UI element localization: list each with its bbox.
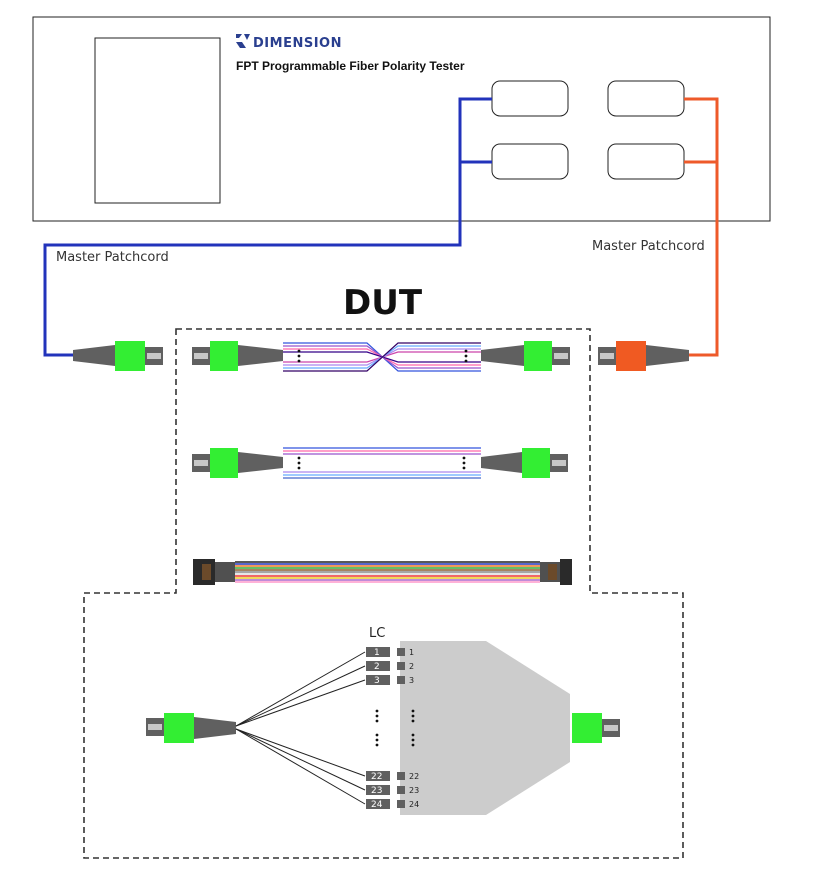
ribbon-cable — [193, 559, 572, 585]
cassette-port-number: 23 — [409, 786, 419, 795]
lc-tag-label: 1 — [374, 648, 380, 658]
trunk-2-ellipsis-right — [462, 456, 466, 470]
port-3[interactable] — [491, 143, 569, 180]
fanout-left-connector — [146, 713, 236, 743]
cassette-port-number: 22 — [409, 772, 419, 781]
lc-tag-label: 24 — [371, 800, 383, 810]
trunk-2-fibers — [283, 447, 481, 479]
master-connector-right — [598, 341, 689, 371]
tester-device: DIMENSION FPT Programmable Fiber Polarit… — [32, 16, 771, 222]
cassette-port-number: 3 — [409, 676, 414, 685]
lc-tag: 23 — [366, 785, 390, 796]
trunk-cable-straight — [192, 447, 568, 479]
cassette-port-number: 2 — [409, 662, 414, 671]
lc-tag-label: 2 — [374, 662, 380, 672]
trunk-2-ellipsis-left — [297, 456, 301, 470]
ribbon-right-connector — [540, 559, 572, 585]
orange-master-patchcord — [684, 97, 719, 357]
device-display — [94, 37, 221, 204]
cassette-port-number: 1 — [409, 648, 414, 657]
cassette-port-number: 24 — [409, 800, 419, 809]
lc-tag: 22 — [366, 771, 390, 782]
lc-label: LC — [369, 626, 385, 641]
lc-tag: 1 — [366, 647, 390, 658]
port-4[interactable] — [607, 143, 685, 180]
device-name: FPT Programmable Fiber Polarity Tester — [236, 59, 465, 73]
port-2[interactable] — [607, 80, 685, 117]
dut-boundary — [83, 328, 684, 859]
cassette-ports — [397, 648, 405, 808]
lc-tag: 24 — [366, 799, 390, 810]
port-1[interactable] — [491, 80, 569, 117]
master-patchcord-left-label: Master Patchcord — [56, 250, 169, 265]
lc-tag-label: 3 — [374, 676, 380, 686]
brand-name: DIMENSION — [253, 36, 342, 51]
trunk-1-fibers — [283, 342, 481, 372]
fanout-assembly: LC 1 2 3 — [146, 626, 620, 815]
trunk-1-left-connector — [192, 341, 283, 371]
trunk-2-left-connector — [192, 448, 283, 478]
trunk-1-ellipsis-left — [297, 349, 301, 363]
fanout-right-connector — [572, 713, 620, 743]
fanout-ellipsis — [375, 709, 415, 747]
fanout-cassette — [400, 641, 570, 815]
lc-tag: 3 — [366, 675, 390, 686]
lc-tag: 2 — [366, 661, 390, 672]
ribbon-fibers — [235, 561, 540, 583]
lc-tag-label: 23 — [371, 786, 382, 796]
dut-title: DUT — [343, 283, 423, 323]
blue-master-patchcord — [43, 97, 492, 357]
trunk-1-ellipsis-right — [464, 349, 468, 363]
master-connector-left — [73, 341, 163, 371]
trunk-cable-crossed — [192, 341, 570, 372]
trunk-2-right-connector — [481, 448, 568, 478]
dimension-logo — [236, 34, 250, 48]
trunk-1-right-connector — [481, 341, 570, 371]
fanout-fibers — [235, 651, 366, 805]
master-patchcord-right-label: Master Patchcord — [592, 239, 705, 254]
lc-tag-label: 22 — [371, 772, 382, 782]
ribbon-left-connector — [193, 559, 235, 585]
